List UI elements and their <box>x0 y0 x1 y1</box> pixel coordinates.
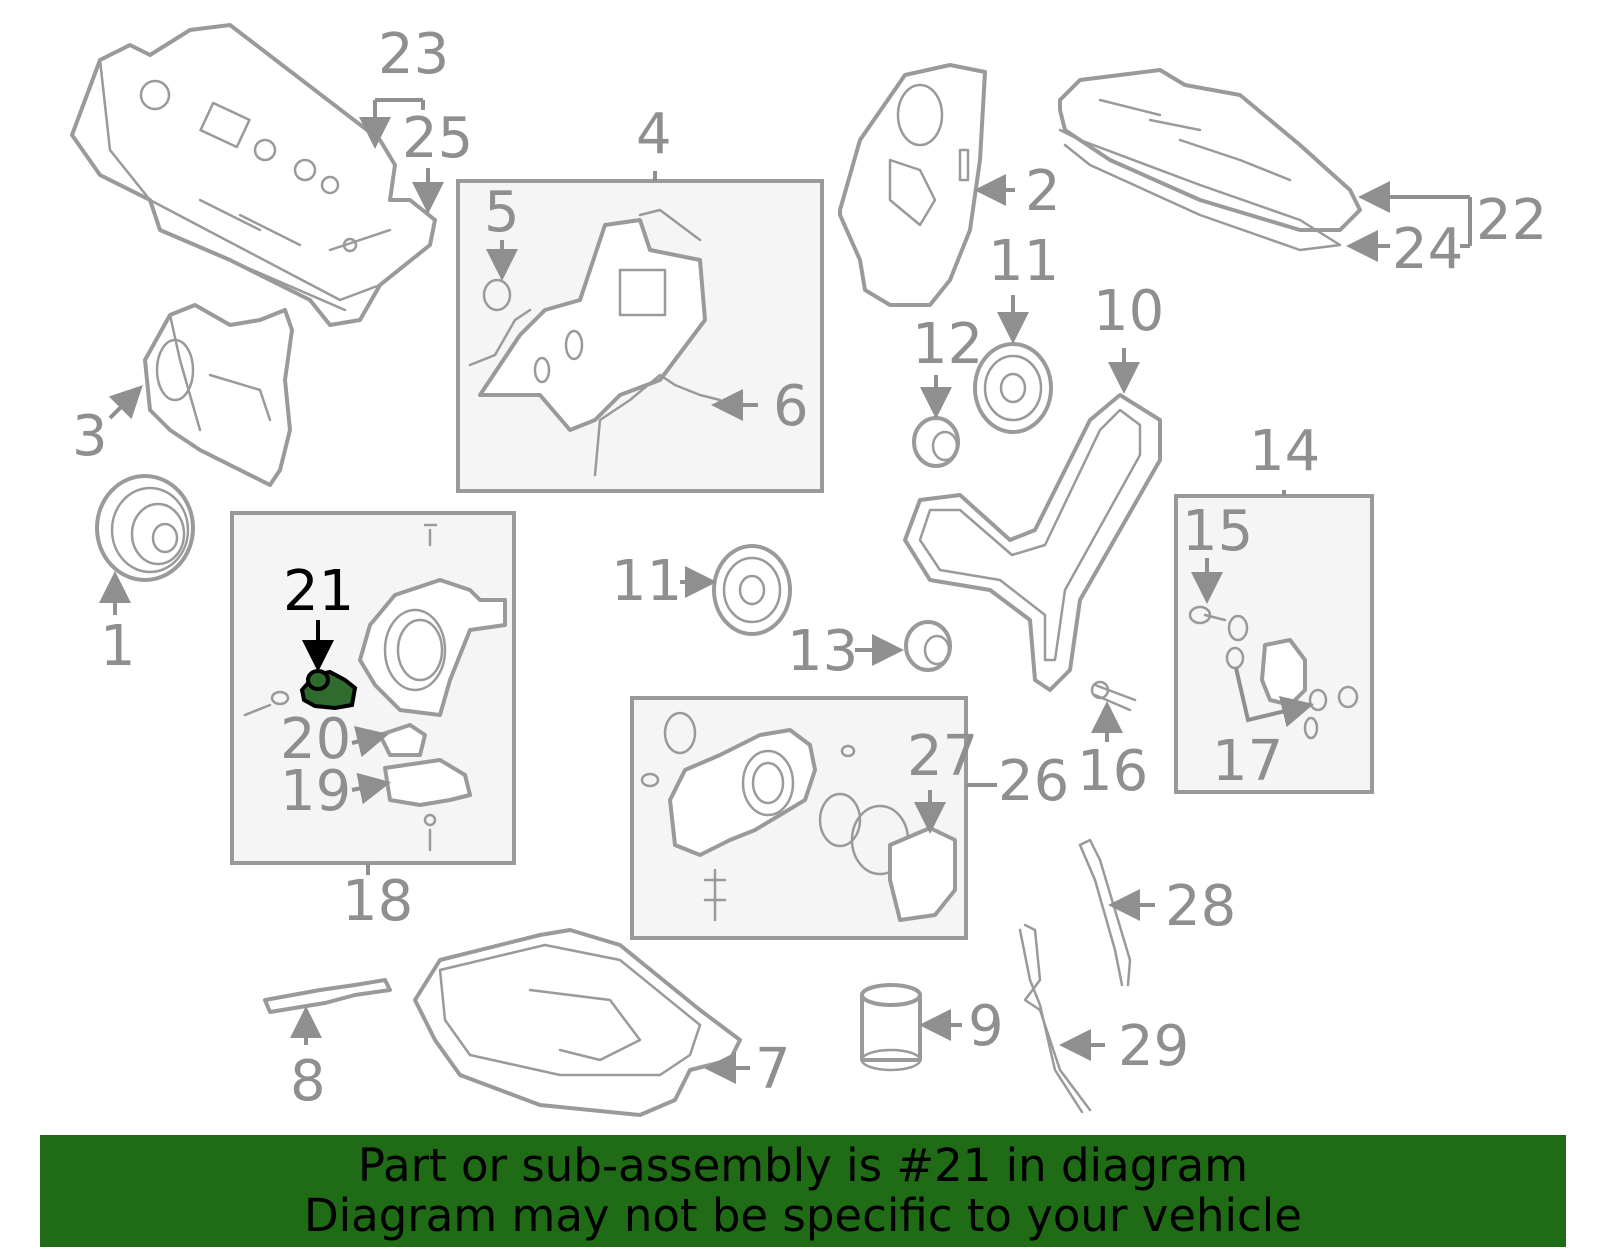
oil-filter-part <box>860 983 922 1072</box>
upper-timing-cover-part <box>838 63 987 307</box>
lower-timing-cover-part <box>143 303 294 487</box>
callout-15: 15 <box>1182 499 1253 564</box>
callout-12: 12 <box>912 312 983 377</box>
oil-pan-part <box>413 928 742 1117</box>
callout-11-lower: 11 <box>611 549 682 614</box>
idler-pulley-lower-part <box>904 620 952 672</box>
callout-10: 10 <box>1093 279 1164 344</box>
intake-manifold-part <box>1058 68 1362 252</box>
callout-9: 9 <box>968 994 1004 1059</box>
callout-25: 25 <box>402 106 473 171</box>
callout-24: 24 <box>1392 217 1463 282</box>
callout-6: 6 <box>773 374 809 439</box>
callout-19: 19 <box>280 759 351 824</box>
callout-26: 26 <box>998 749 1069 814</box>
dipstick-part <box>1078 838 1132 987</box>
timing-cover-parts <box>468 208 722 477</box>
callout-21: 21 <box>283 559 354 624</box>
timing-belt-part <box>903 393 1162 692</box>
callout-8: 8 <box>290 1049 326 1114</box>
banner-line-2: Diagram may not be specific to your vehi… <box>304 1189 1302 1242</box>
callout-20: 20 <box>280 707 351 772</box>
callout-5: 5 <box>484 180 520 245</box>
callout-13: 13 <box>787 619 858 684</box>
oil-pump-parts <box>640 711 957 922</box>
callout-22: 22 <box>1476 188 1547 253</box>
valve-cover-part <box>70 23 437 327</box>
callout-29: 29 <box>1118 1014 1189 1079</box>
banner-line-1: Part or sub-assembly is #21 in diagram <box>357 1139 1249 1192</box>
callout-11-upper: 11 <box>988 229 1059 294</box>
callout-16: 16 <box>1077 739 1148 804</box>
callout-2: 2 <box>1025 159 1061 224</box>
idler-pulley-upper-part <box>912 416 960 468</box>
crank-pulley-part <box>95 474 195 582</box>
callout-14: 14 <box>1249 419 1320 484</box>
tensioner-parts <box>1188 605 1359 740</box>
camshaft-sprocket-upper-part <box>973 342 1053 434</box>
throttle-body-parts <box>243 523 507 852</box>
callout-arrows <box>99 98 1472 1084</box>
drain-plug-part <box>263 978 392 1014</box>
callout-18: 18 <box>342 869 413 934</box>
callout-4: 4 <box>636 102 672 167</box>
callout-23: 23 <box>378 22 449 87</box>
callout-3: 3 <box>72 404 108 469</box>
callout-27: 27 <box>907 724 978 789</box>
bolt-16-part <box>1090 680 1137 712</box>
part-info-banner: Part or sub-assembly is #21 in diagram D… <box>40 1135 1566 1247</box>
dipstick-tube-part <box>1018 923 1092 1114</box>
box-18-throttle-body <box>230 511 516 865</box>
callout-17: 17 <box>1212 729 1283 794</box>
camshaft-sprocket-lower-part <box>712 544 792 636</box>
callout-1: 1 <box>100 614 136 679</box>
callout-28: 28 <box>1165 874 1236 939</box>
callout-7: 7 <box>755 1037 791 1102</box>
